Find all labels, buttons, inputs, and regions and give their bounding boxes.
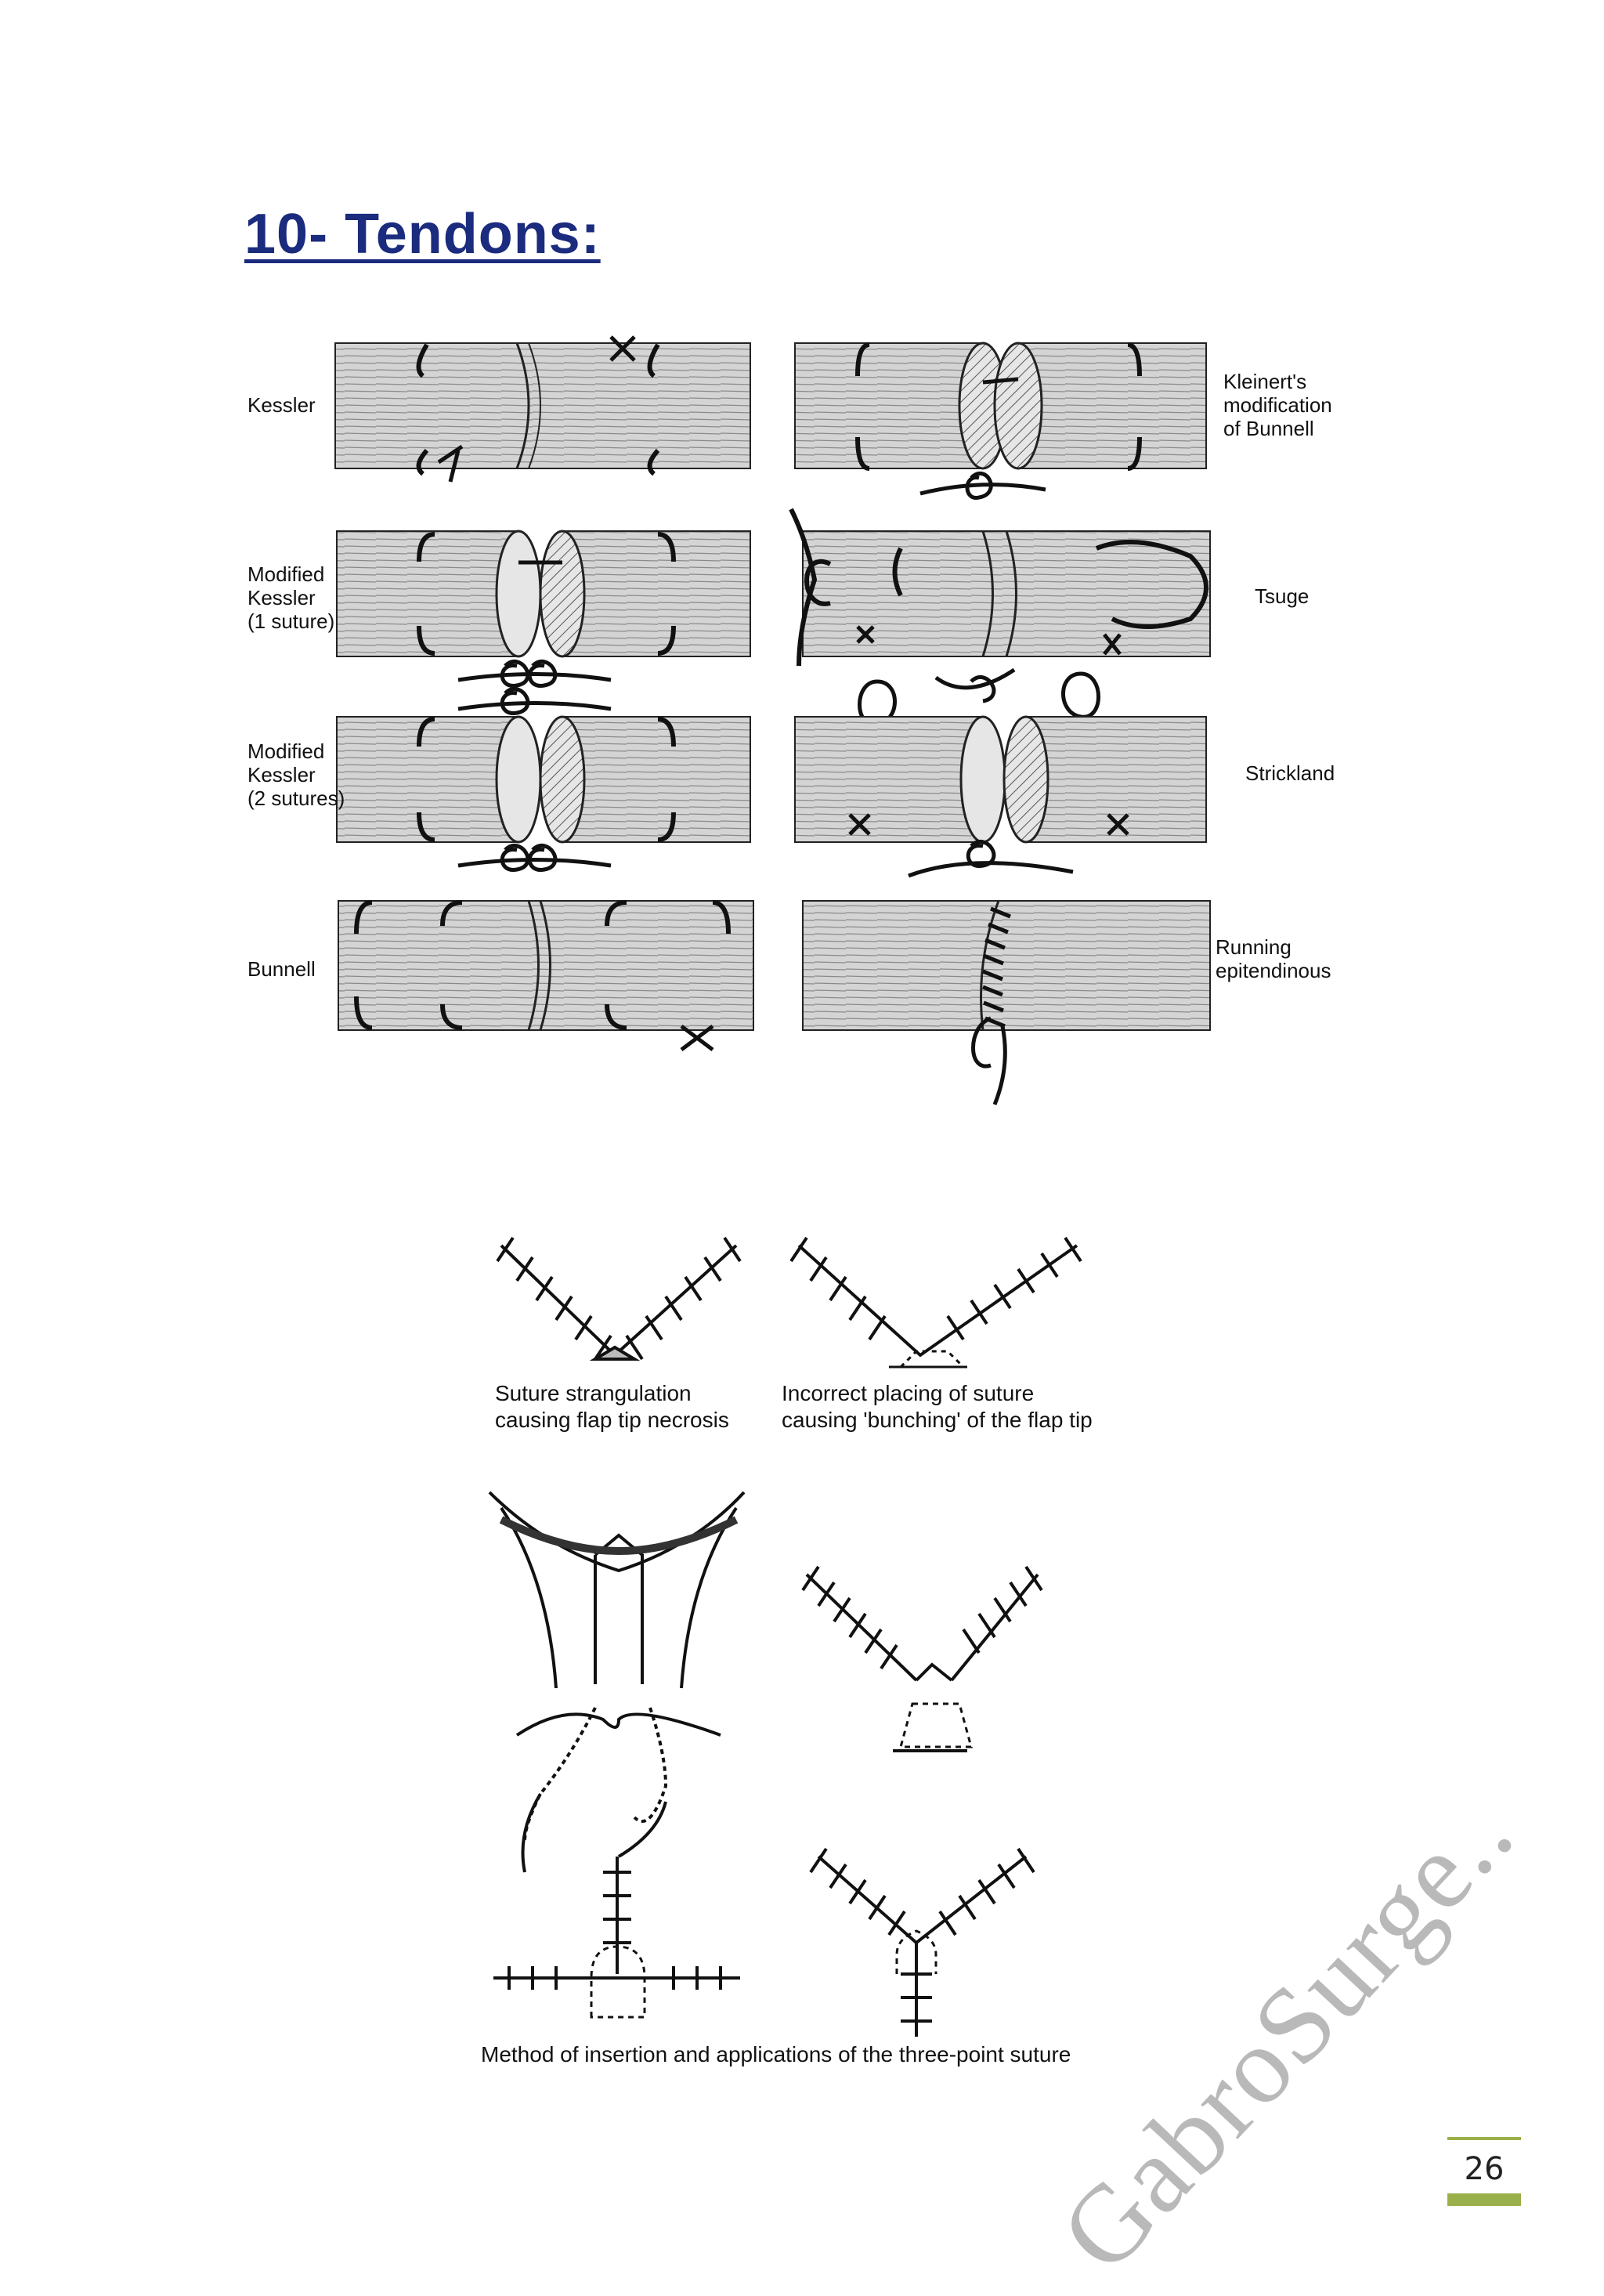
label-strickland: Strickland (1245, 761, 1335, 785)
tsuge-diagram (789, 508, 1211, 667)
three-point-y-diagram (809, 1847, 1035, 2037)
modified-kessler-2-diagram (336, 686, 751, 872)
kleinert-diagram (794, 342, 1207, 500)
page-number-bottom-bar (1447, 2193, 1521, 2206)
page-number-box: 26 (1447, 2137, 1521, 2206)
strangulation-diagram (496, 1236, 742, 1361)
label-tsuge: Tsuge (1255, 584, 1310, 608)
caption-strangulation: Suture strangulation causing flap tip ne… (495, 1381, 729, 1432)
caption-three-point: Method of insertion and applications of … (481, 2042, 1071, 2066)
modified-kessler-1-diagram (336, 530, 751, 688)
label-kessler: Kessler (247, 393, 316, 417)
label-modified-kessler-1: Modified Kessler (1 suture) (247, 562, 335, 633)
section-heading: 10- Tendons: (244, 203, 601, 266)
label-running-epitendinous: Running epitendinous (1216, 935, 1331, 982)
three-point-t-diagram (493, 1857, 740, 2019)
running-epitendinous-diagram (802, 900, 1211, 1105)
bunching-diagram (789, 1236, 1082, 1369)
label-modified-kessler-2: Modified Kessler (2 sutures) (247, 739, 345, 810)
three-point-v-diagram (801, 1565, 1043, 1752)
bunnell-diagram (338, 900, 754, 1051)
label-kleinert: Kleinert's modification of Bunnell (1223, 370, 1332, 440)
page-number-top-rule (1447, 2137, 1521, 2140)
page-number: 26 (1464, 2151, 1505, 2187)
kessler-diagram (334, 335, 751, 483)
caption-bunching: Incorrect placing of suture causing 'bun… (782, 1381, 1093, 1432)
label-bunnell: Bunnell (247, 957, 316, 981)
flap-insertion-diagram (488, 1491, 746, 1873)
strickland-diagram (794, 667, 1207, 878)
